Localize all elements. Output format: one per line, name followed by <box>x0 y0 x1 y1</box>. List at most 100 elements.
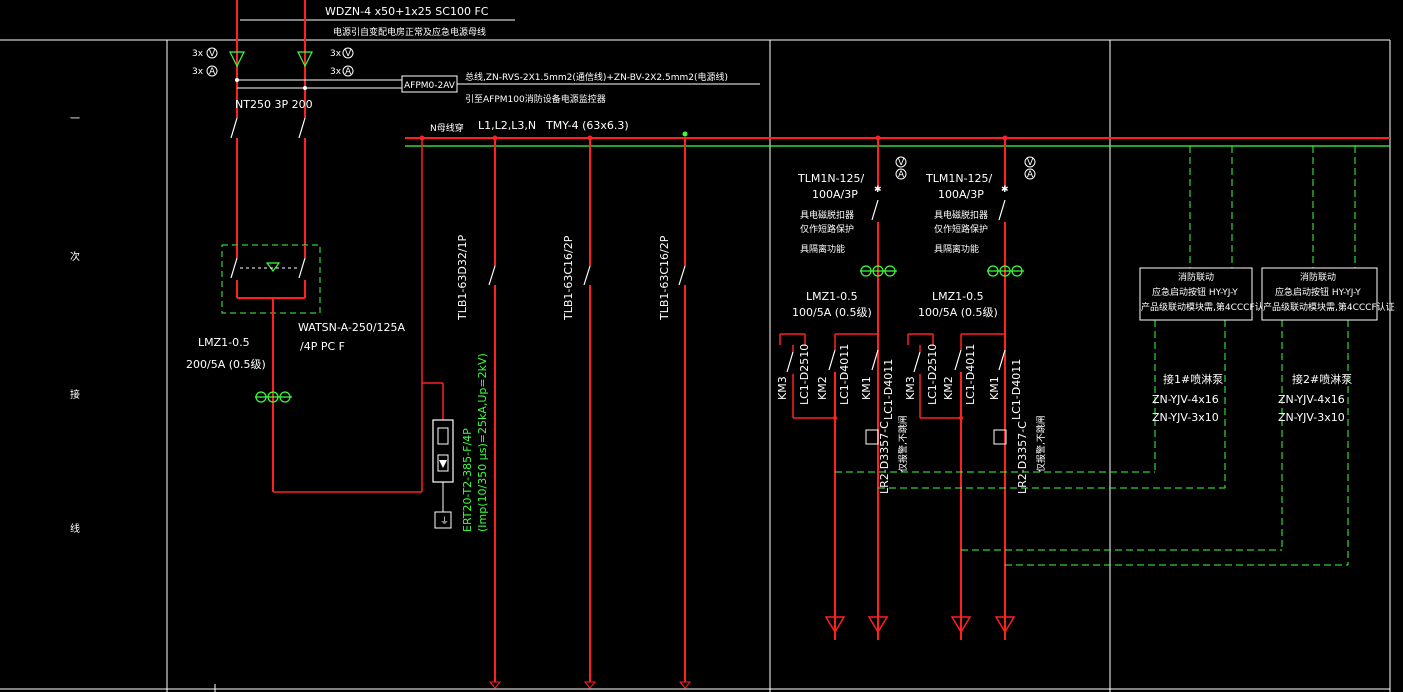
motor-1-note-2: 仅作短路保护 <box>800 223 854 235</box>
motor-circuit-1: ✱ V A TLM1N-125/ 100A/3P 具电磁脱扣器 仅作短路保护 具… <box>776 138 909 640</box>
busbar-spec-label: TMY-4 (63x6.3) <box>545 119 629 132</box>
svg-text:LC1-D4011: LC1-D4011 <box>1010 359 1023 420</box>
motor-2-note-2: 仅作短路保护 <box>934 223 988 235</box>
pump-1-label: 接1#喷淋泵 <box>1163 373 1223 386</box>
side-column: 一 次 接 线 <box>70 114 80 535</box>
pump-2-label: 接2#喷淋泵 <box>1292 373 1352 386</box>
svg-text:V: V <box>1027 158 1034 168</box>
svg-text:消防联动: 消防联动 <box>1300 271 1336 283</box>
ammeter-icon <box>206 65 218 77</box>
svg-text:LC1-D4011: LC1-D4011 <box>882 359 895 420</box>
svg-text:KM1: KM1 <box>860 376 873 400</box>
motor-output-arrow-icon <box>950 616 972 634</box>
pump-1-cable-2: ZN-YJV-3x10 <box>1152 411 1219 424</box>
branch-breaker-2: TLB1-63C16/2P <box>562 235 575 321</box>
svg-text:A: A <box>898 170 905 180</box>
motor-circuit-2: ✱ V A TLM1N-125/ 100A/3P 具电磁脱扣器 仅作短路保护 具… <box>904 138 1047 640</box>
svg-text:V: V <box>209 49 216 59</box>
side-label-3: 接 <box>70 388 80 401</box>
svg-text:仅报警,不跳闸: 仅报警,不跳闸 <box>1035 415 1047 472</box>
branch-switch-icon <box>678 265 686 286</box>
side-label-2: 次 <box>70 250 80 263</box>
motor-1-breaker-sub: 100A/3P <box>812 188 858 201</box>
ct-triangle-icon <box>229 51 245 68</box>
svg-text:✱: ✱ <box>874 185 882 195</box>
branch-breaker-1: TLB1-63D32/1P <box>456 234 469 321</box>
svg-text:LC1-D2510: LC1-D2510 <box>926 344 939 405</box>
control-box-1: 消防联动 应急启动按钮 HY-YJ-Y 产品级联动模块需,第4CCCF认证 接1… <box>1139 267 1273 424</box>
svg-text:LC1-D4011: LC1-D4011 <box>964 344 977 405</box>
ground-terminal-icon <box>434 511 452 529</box>
ats-triangle-icon <box>265 262 281 272</box>
motor-1-ct-sub: 100/5A (0.5级) <box>792 306 872 319</box>
pump-2-cable-1: ZN-YJV-4x16 <box>1278 393 1345 406</box>
pump-2-cable-2: ZN-YJV-3x10 <box>1278 411 1345 424</box>
current-transformer-icon <box>860 265 897 277</box>
ats-sub-label: /4P PC F <box>300 340 345 353</box>
svg-text:V: V <box>898 158 905 168</box>
svg-text:KM1: KM1 <box>988 376 1001 400</box>
meter-v-label-1: 3x <box>192 49 204 59</box>
voltmeter-icon <box>206 47 218 59</box>
svg-text:消防联动: 消防联动 <box>1178 271 1214 283</box>
afpm-module-label: AFPM0-2AV <box>404 81 456 91</box>
branch-switch-icon <box>488 265 496 286</box>
motor-1-note-3: 具隔离功能 <box>800 243 845 255</box>
pump-1-cable-1: ZN-YJV-4x16 <box>1152 393 1219 406</box>
svg-text:产品级联动模块需,第4CCCF认证: 产品级联动模块需,第4CCCF认证 <box>1141 301 1273 313</box>
control-box-2: 消防联动 应急启动按钮 HY-YJ-Y 产品级联动模块需,第4CCCF认证 接2… <box>1261 267 1395 424</box>
busbar-neutral-label: N母线穿 <box>430 122 464 134</box>
incoming-cable-desc: 电源引自变配电房正常及应急电源母线 <box>333 26 486 38</box>
svg-text:A: A <box>345 67 352 77</box>
motor-output-arrow-icon <box>824 616 846 634</box>
incoming-ct-label: LMZ1-0.5 <box>198 336 250 349</box>
svg-text:产品级联动模块需,第4CCCF认证: 产品级联动模块需,第4CCCF认证 <box>1263 301 1395 313</box>
svg-text:⏚: ⏚ <box>440 516 449 527</box>
motor-2-ct: LMZ1-0.5 <box>932 290 984 303</box>
ct-triangle-icon <box>297 51 313 68</box>
busbar: N母线穿 L1,L2,L3,N TMY-4 (63x6.3) <box>405 119 1390 147</box>
incoming-cable-spec: WDZN-4 x50+1x25 SC100 FC <box>325 5 489 18</box>
breaker-switch-icon <box>230 117 238 139</box>
branch-switch-icon <box>583 265 591 286</box>
spd-label-2: (Imp(10/350 μs)=25kA,Up=2kV) <box>476 353 489 532</box>
meter-v-label-2: 3x <box>330 49 342 59</box>
svg-text:KM3: KM3 <box>904 376 917 400</box>
motor-2-ct-sub: 100/5A (0.5级) <box>918 306 998 319</box>
meter-a-label-1: 3x <box>192 67 204 77</box>
busbar-phases-label: L1,L2,L3,N <box>478 119 536 132</box>
branch-breaker-3: TLB1-63C16/2P <box>658 235 671 321</box>
svg-text:LR2-D3357-C: LR2-D3357-C <box>878 421 891 494</box>
ats-switch-icon <box>230 257 238 279</box>
motor-2-breaker: TLM1N-125/ <box>925 172 993 185</box>
spd-box <box>432 419 454 483</box>
current-transformer-icon <box>987 265 1024 277</box>
motor-output-arrow-icon <box>994 616 1016 634</box>
svg-text:A: A <box>209 67 216 77</box>
motor-2-breaker-sub: 100A/3P <box>938 188 984 201</box>
side-label-1: 一 <box>70 114 80 125</box>
incoming-ct-sub-label: 200/5A (0.5级) <box>186 358 266 371</box>
thermal-relay-icon <box>865 429 879 445</box>
side-label-4: 线 <box>70 522 80 535</box>
svg-text:LC1-D2510: LC1-D2510 <box>798 344 811 405</box>
incoming-feeder: WDZN-4 x50+1x25 SC100 FC 电源引自变配电房正常及应急电源… <box>186 0 760 493</box>
ats-switch-icon <box>298 257 306 279</box>
svg-text:LR2-D3357-C: LR2-D3357-C <box>1016 421 1029 494</box>
ats-box <box>221 244 321 314</box>
svg-text:✱: ✱ <box>1001 185 1009 195</box>
svg-text:KM2: KM2 <box>942 376 955 400</box>
svg-text:A: A <box>1027 170 1034 180</box>
svg-text:KM3: KM3 <box>776 376 789 400</box>
svg-text:应急启动按钮 HY-YJ-Y: 应急启动按钮 HY-YJ-Y <box>1152 286 1238 298</box>
main-breaker-label: NT250 3P 200 <box>235 98 313 111</box>
afpm-line-2: 引至AFPM100消防设备电源监控器 <box>465 93 606 105</box>
drawing-frame <box>0 39 1391 692</box>
svg-text:仅报警,不跳闸: 仅报警,不跳闸 <box>897 415 909 472</box>
breaker-switch-icon <box>298 117 306 139</box>
branch-circuits: TLB1-63D32/1P TLB1-63C16/2P TLB1-63C16/2… <box>456 138 692 689</box>
motor-2-note-3: 具隔离功能 <box>934 243 979 255</box>
svg-text:KM2: KM2 <box>816 376 829 400</box>
ats-label: WATSN-A-250/125A <box>298 321 406 334</box>
